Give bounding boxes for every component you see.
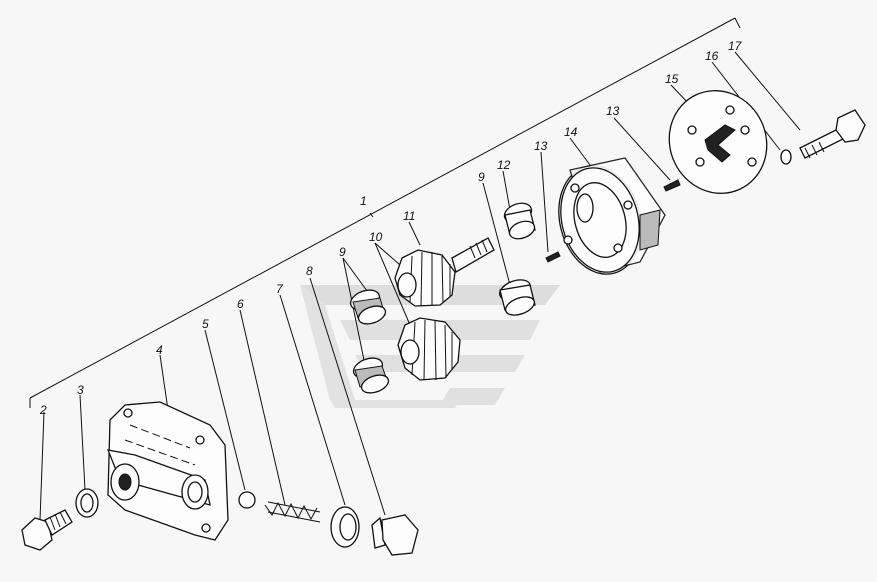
- label-3: 3: [77, 383, 84, 397]
- assembly-bracket: [29, 17, 741, 408]
- label-13-right: 13: [606, 104, 620, 118]
- part-12-bushing: [503, 202, 536, 240]
- part-13-pin-right: [663, 179, 681, 192]
- part-16-lock-washer: [780, 149, 792, 165]
- part-14-housing: [558, 157, 666, 275]
- label-9-left: 9: [339, 245, 346, 259]
- label-1: 1: [360, 194, 367, 208]
- label-4: 4: [156, 343, 163, 357]
- label-17: 17: [728, 39, 743, 53]
- label-2: 2: [39, 403, 47, 417]
- part-15-end-plate: [668, 90, 768, 194]
- part-8-plug: [371, 514, 419, 556]
- label-13-left: 13: [534, 139, 548, 153]
- part-4-cover: [106, 401, 229, 541]
- label-10: 10: [369, 230, 383, 244]
- part-9-bushing-upper: [349, 289, 387, 325]
- label-9-right: 9: [478, 170, 485, 184]
- label-8: 8: [306, 264, 313, 278]
- label-16: 16: [705, 49, 719, 63]
- label-6: 6: [237, 297, 244, 311]
- part-5-ball: [238, 491, 256, 509]
- part-6-spring: [264, 501, 321, 523]
- label-7: 7: [276, 282, 284, 296]
- part-13-pin-left: [545, 251, 561, 263]
- label-15: 15: [665, 72, 679, 86]
- label-5: 5: [202, 317, 209, 331]
- part-labels: 1 2 3 4 5 6 7 8 9 9 10 11 12 13 13 14 15…: [39, 39, 743, 417]
- part-2-plug: [21, 509, 73, 551]
- part-3-washer: [75, 488, 99, 518]
- part-9-bushing-lower: [352, 357, 390, 394]
- label-12: 12: [497, 158, 511, 172]
- label-11: 11: [403, 209, 415, 223]
- part-10-gear: [397, 317, 461, 381]
- label-14: 14: [564, 125, 578, 139]
- part-11-drive-gear: [394, 237, 495, 307]
- part-17-bolt: [799, 109, 866, 159]
- part-7-gasket: [330, 506, 360, 548]
- part-9-bushing-right: [499, 279, 536, 316]
- leader-lines: [39, 51, 801, 521]
